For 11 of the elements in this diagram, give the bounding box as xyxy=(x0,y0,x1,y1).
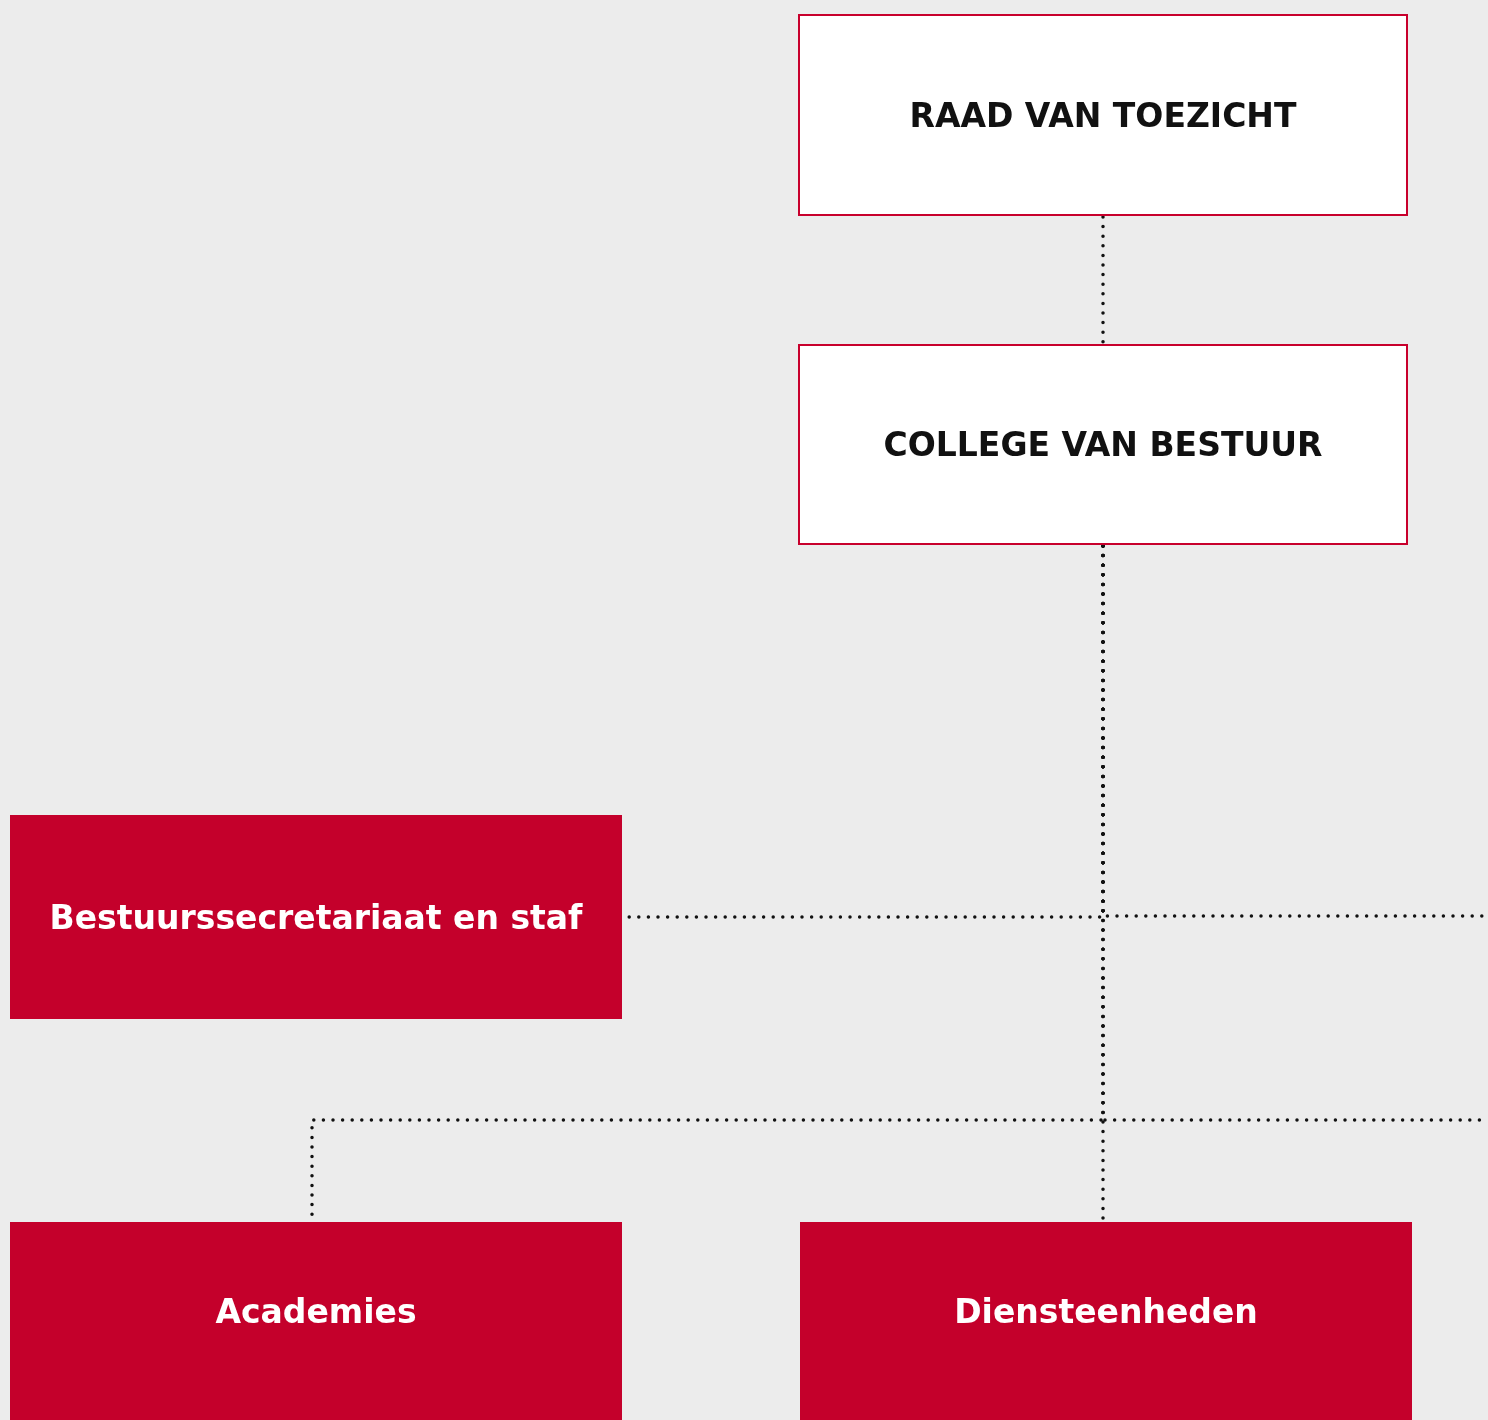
unit-label: RAAD VAN TOEZICHT xyxy=(909,95,1297,135)
unit-label: Diensteenheden xyxy=(954,1291,1258,1331)
department-box xyxy=(10,815,622,1019)
department-box xyxy=(800,1222,1412,1420)
unit-label: Academies xyxy=(215,1291,417,1331)
governance-box xyxy=(798,14,1408,216)
unit-label: COLLEGE VAN BESTUUR xyxy=(883,425,1323,464)
dotted-connector xyxy=(1101,215,1105,345)
unit-label: Bestuurssecretariaat en staf xyxy=(49,897,583,937)
governance-box xyxy=(798,344,1408,545)
department-box xyxy=(10,1222,622,1420)
